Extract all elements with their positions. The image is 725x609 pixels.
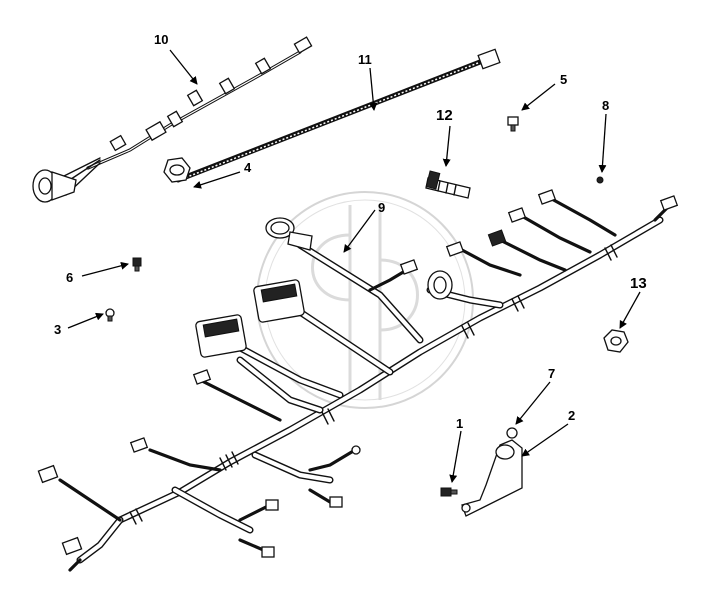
callout-2: 2 xyxy=(568,408,575,423)
callout-labels: 10 11 12 5 8 4 9 6 3 13 7 2 1 xyxy=(54,32,647,431)
part-7-nut xyxy=(506,427,518,439)
callout-5: 5 xyxy=(560,72,567,87)
part-2-bracket xyxy=(461,439,523,517)
part-13-nut xyxy=(603,329,629,353)
callout-3: 3 xyxy=(54,322,61,337)
part-5-bolt xyxy=(507,116,519,132)
part-1-bolt xyxy=(440,487,458,497)
callout-12: 12 xyxy=(436,107,453,124)
callout-6: 6 xyxy=(66,270,73,285)
callout-9: 9 xyxy=(378,200,385,215)
callout-1: 1 xyxy=(456,416,463,431)
part-12-fitting xyxy=(425,170,471,199)
part-10-sensor-harness xyxy=(32,36,313,203)
callout-13: 13 xyxy=(630,275,647,292)
leader-lines xyxy=(67,49,641,483)
callout-11: 11 xyxy=(358,52,372,67)
part-6-screw xyxy=(132,257,142,272)
part-4-seal-ring xyxy=(163,157,191,183)
callout-4: 4 xyxy=(244,160,252,175)
part-8-ball xyxy=(596,176,604,184)
part-11-cable-tie xyxy=(175,48,501,183)
part-3-screw xyxy=(105,308,115,322)
callout-8: 8 xyxy=(602,98,609,113)
part-9-main-harness xyxy=(37,189,679,572)
callout-10: 10 xyxy=(154,32,168,47)
callout-7: 7 xyxy=(548,366,555,381)
